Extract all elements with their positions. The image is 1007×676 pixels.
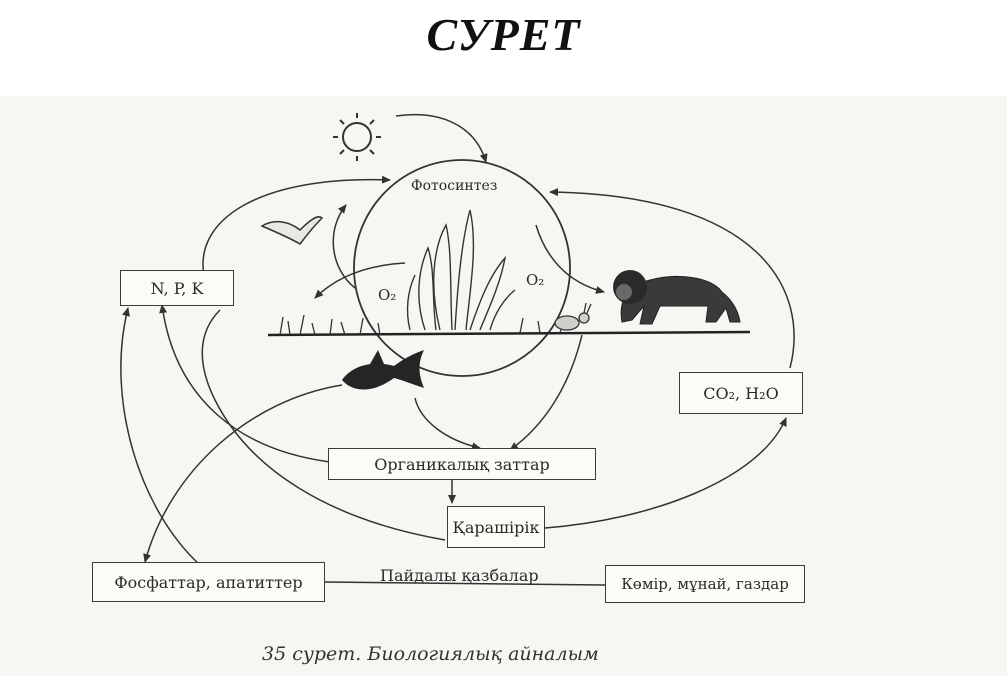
co2-h2o-box: CO₂, H₂O — [679, 372, 803, 414]
phosphates-box: Фосфаттар, апатиттер — [92, 562, 325, 602]
oxygen-left-label: O₂ — [378, 286, 397, 304]
bird-icon — [260, 216, 324, 245]
ground-line — [267, 330, 751, 337]
organic-matter-box: Органикалық заттар — [328, 448, 596, 480]
grass-icon — [279, 314, 564, 336]
fish-icon — [342, 350, 424, 390]
figure-caption: 35 сурет. Биологиялық айналым — [262, 643, 599, 665]
rabbit-icon — [554, 302, 592, 331]
humus-box: Қарашірік — [447, 506, 545, 548]
sun-icon — [333, 113, 381, 161]
npk-box: N, P, K — [120, 270, 234, 306]
page-title: СУРЕТ — [426, 9, 581, 60]
photosynthesis-label: Фотосинтез — [411, 178, 498, 194]
fuels-box: Көмір, мұнай, газдар — [605, 565, 805, 603]
minerals-label: Пайдалы қазбалар — [380, 566, 539, 585]
photosynthesis-circle — [353, 159, 571, 377]
oxygen-right-label: O₂ — [526, 271, 545, 289]
plant-icon — [406, 209, 516, 331]
lion-icon — [613, 270, 741, 325]
